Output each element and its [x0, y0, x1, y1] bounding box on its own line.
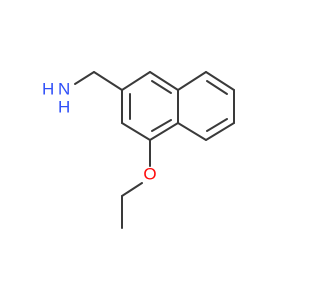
molecule-structure: N H H O [42, 71, 235, 229]
bond-c4-c5-inner [151, 119, 172, 132]
nitrogen-atom-label: N [58, 79, 70, 98]
bond-ch2-n [74, 71, 95, 85]
bond-c7-c8-inner [206, 80, 228, 95]
bond-c4-c5 [149, 122, 179, 141]
hydrogen-atom-label-lower: H [58, 97, 70, 116]
bond-c3-c7 [177, 71, 207, 91]
bond-c10-c4 [177, 122, 207, 141]
bond-c7-c8 [205, 71, 235, 91]
hydrogen-atom-label: H [42, 79, 54, 98]
molecule-canvas: N H H O [42, 71, 235, 229]
oxygen-atom-label: O [143, 164, 156, 183]
bond-c9-c10 [205, 122, 235, 141]
bond-c5-c6 [121, 122, 151, 141]
bond-c2-c3 [149, 71, 179, 91]
bond-o-ch2 [121, 182, 143, 197]
bond-c1-ch2 [93, 71, 123, 91]
bond-c2-c3-inner [151, 80, 172, 94]
bond-c9-c10-inner [206, 118, 228, 132]
bond-c1-c2 [121, 71, 151, 91]
